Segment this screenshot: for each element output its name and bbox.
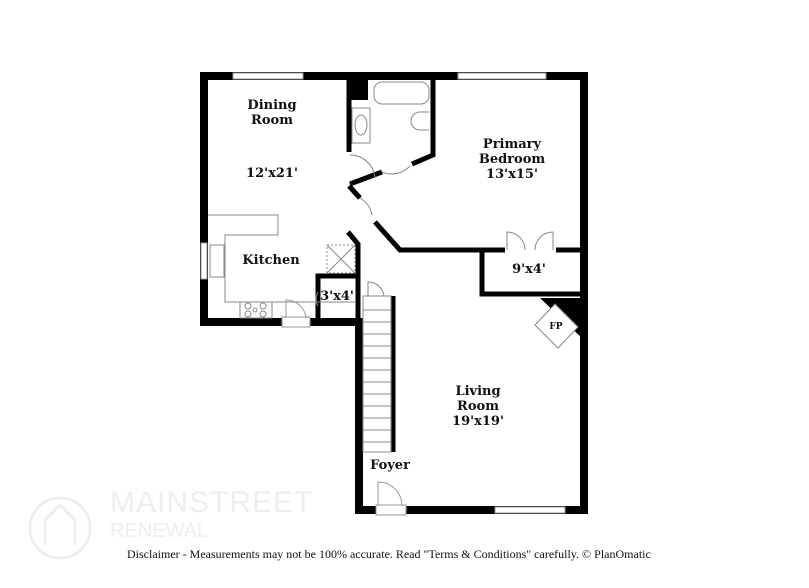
bedroom-name-2: Bedroom <box>478 152 546 167</box>
foyer-label: Foyer <box>370 458 410 473</box>
kitchen-label: Kitchen <box>242 253 300 268</box>
watermark-line1: MAINSTREET <box>110 486 314 519</box>
dining-size: 12'x21' <box>246 166 298 181</box>
chase-block <box>347 75 368 100</box>
watermark-line2: RENEWAL <box>110 520 209 542</box>
stairs-icon <box>362 281 392 453</box>
living-name-2: Room <box>457 399 499 414</box>
fireplace-icon <box>534 298 584 349</box>
bedroom-size: 13'x15' <box>486 167 538 182</box>
living-name-1: Living <box>455 384 501 399</box>
kitchen-fixtures <box>208 214 356 319</box>
bathroom-fixtures <box>349 81 430 216</box>
bedroom-name-1: Primary <box>482 137 542 152</box>
dining-name-2: Room <box>251 113 293 128</box>
dining-name-1: Dining <box>247 98 297 113</box>
fireplace-label: FP <box>549 322 563 332</box>
closet-doors <box>506 231 554 251</box>
closet-size: 9'x4' <box>512 262 546 277</box>
windows <box>200 72 566 514</box>
living-size: 19'x19' <box>452 414 504 429</box>
doors-openings <box>281 299 407 516</box>
disclaimer: Disclaimer - Measurements may not be 100… <box>127 547 651 561</box>
pantry-size: 3'x4' <box>320 289 354 304</box>
watermark-logo-icon <box>28 496 92 560</box>
